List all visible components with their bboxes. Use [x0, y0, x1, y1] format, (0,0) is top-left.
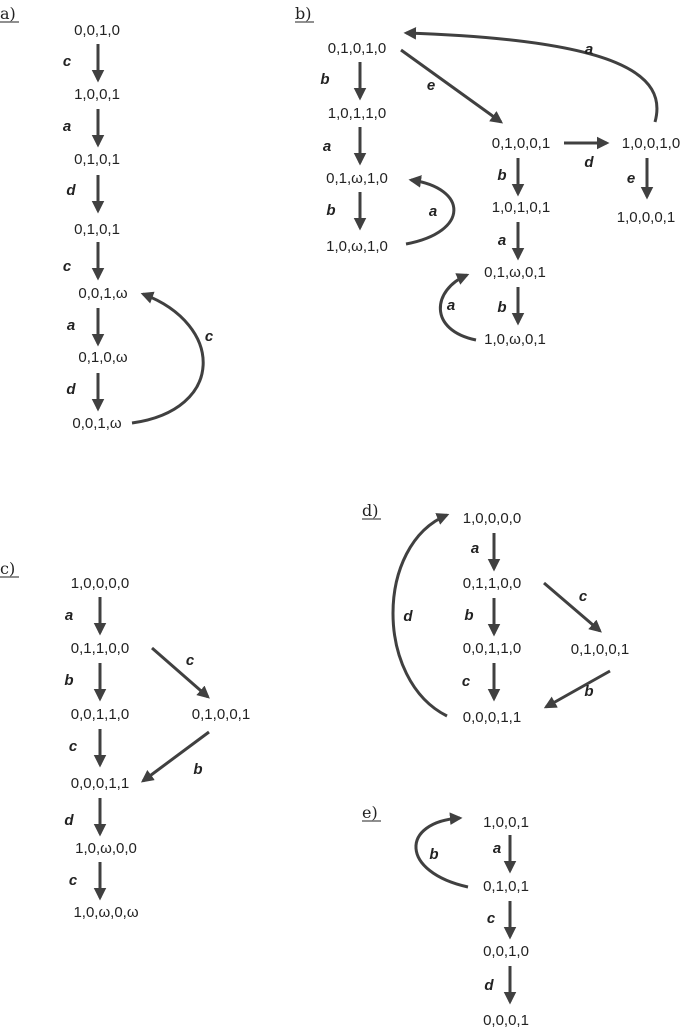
panel-b-edge-6-label: b: [497, 167, 506, 184]
panel-c-edge-5: [140, 730, 210, 783]
panel-b-node-4: 1,0,ω,1,0: [326, 238, 388, 255]
panel-e-edge-3-label: c: [487, 910, 496, 927]
panel-b-edge-12: [403, 27, 659, 123]
panel-b-edge-2-label: a: [323, 138, 331, 155]
panel-b-edge-9: [438, 273, 477, 342]
panel-c-edge-7-label: c: [69, 872, 78, 889]
panel-d-edge-4: [543, 581, 602, 633]
panel-c-edge-4-label: c: [186, 652, 195, 669]
panel-a-edge-2-label: a: [63, 118, 71, 135]
panel-a-edge-6-label: d: [66, 381, 76, 398]
panel-e-label: e): [362, 803, 378, 822]
panel-b-node-6: 1,0,1,0,1: [492, 199, 550, 216]
panel-d-edge-6-label: d: [403, 608, 413, 625]
panel-d-edge-2-label: b: [464, 607, 473, 624]
panel-a-edge-5-label: a: [67, 317, 75, 334]
panel-a-node-2: 1,0,0,1: [74, 86, 120, 103]
panel-c-node-4: 0,1,0,0,1: [192, 706, 250, 723]
panel-c-edge-1-label: a: [65, 607, 73, 624]
panel-a-edge-1-label: c: [63, 53, 72, 70]
panel-c-edge-4: [151, 646, 210, 699]
panel-b-edge-7-label: a: [498, 232, 506, 249]
panel-e-edge-4-label: d: [484, 977, 494, 994]
panel-d-node-4: 0,1,0,0,1: [571, 641, 629, 658]
panel-d-edge-5: [543, 669, 611, 709]
panel-d-edge-1-label: a: [471, 540, 479, 557]
panel-a-label: a): [0, 4, 16, 23]
panel-c-node-1: 1,0,0,0,0: [71, 575, 129, 592]
panel-b-node-10: 1,0,0,0,1: [617, 209, 675, 226]
panel-c-node-7: 1,0,ω,0,ω: [73, 904, 138, 921]
panel-e-edge-2-label: b: [429, 846, 438, 863]
panel-b-edge-3-label: b: [326, 202, 335, 219]
panel-e-node-3: 0,0,1,0: [483, 943, 529, 960]
panel-e-node-1: 1,0,0,1: [483, 814, 529, 831]
panel-b: b) 0,1,0,1,0 1,0,1,1,0 0,1,ω,1,0 1,0,ω,1…: [295, 4, 680, 348]
panel-b-edge-11-label: e: [627, 170, 635, 187]
panel-c-edge-3-label: c: [69, 738, 78, 755]
panel-a-node-3: 0,1,0,1: [74, 151, 120, 168]
panel-b-edge-1-label: b: [320, 71, 329, 88]
panel-a: a) 0,0,1,0 1,0,0,1 0,1,0,1 0,1,0,1 0,0,1…: [0, 4, 214, 432]
panel-b-edge-9-label: a: [447, 297, 455, 314]
panel-c-node-6: 1,0,ω,0,0: [75, 840, 137, 857]
panel-c: c) 1,0,0,0,0 0,1,1,0,0 0,0,1,1,0 0,1,0,0…: [0, 559, 250, 921]
panel-d: d) 1,0,0,0,0 0,1,1,0,0 0,0,1,1,0 0,1,0,0…: [362, 501, 629, 726]
panel-a-node-6: 0,1,0,ω: [78, 349, 128, 366]
panel-d-node-2: 0,1,1,0,0: [463, 575, 521, 592]
panel-c-edge-6-label: d: [64, 812, 74, 829]
panel-b-edge-5: [400, 48, 504, 124]
panel-b-node-5: 0,1,0,0,1: [492, 135, 550, 152]
panel-d-node-5: 0,0,0,1,1: [463, 709, 521, 726]
panel-d-edge-5-label: b: [584, 683, 593, 700]
panel-b-node-1: 0,1,0,1,0: [328, 40, 386, 57]
panel-e: e) 1,0,0,1 0,1,0,1 0,0,1,0 0,0,0,1 a b c…: [362, 803, 529, 1029]
panel-b-node-2: 1,0,1,1,0: [328, 105, 386, 122]
panel-b-edge-8-label: b: [497, 299, 506, 316]
panel-b-node-7: 0,1,ω,0,1: [484, 264, 546, 281]
panel-c-label: c): [0, 559, 15, 578]
panel-b-edge-5-label: e: [427, 77, 435, 94]
panel-c-node-3: 0,0,1,1,0: [71, 706, 129, 723]
panel-e-edge-2: [414, 812, 469, 889]
panel-a-node-7: 0,0,1,ω: [72, 415, 122, 432]
panel-b-label: b): [295, 4, 311, 23]
panel-a-edge-7-label: c: [205, 328, 214, 345]
panel-a-node-5: 0,0,1,ω: [78, 285, 128, 302]
panel-b-edge-12-label: a: [585, 41, 593, 58]
panel-d-label: d): [362, 501, 378, 520]
panel-b-edge-10-label: d: [584, 154, 594, 171]
panel-e-edge-1-label: a: [493, 840, 501, 857]
panel-d-edge-4-label: c: [579, 588, 588, 605]
panel-a-edge-7: [131, 291, 205, 425]
panel-d-edge-6: [391, 513, 450, 718]
panel-d-edge-3-label: c: [462, 673, 471, 690]
panel-b-edge-4-label: a: [429, 203, 437, 220]
panel-c-edge-2-label: b: [64, 672, 73, 689]
panel-a-node-4: 0,1,0,1: [74, 221, 120, 238]
panel-e-node-4: 0,0,0,1: [483, 1012, 529, 1029]
panel-c-node-2: 0,1,1,0,0: [71, 640, 129, 657]
panel-a-node-1: 0,0,1,0: [74, 22, 120, 39]
panel-d-node-1: 1,0,0,0,0: [463, 510, 521, 527]
panel-a-edge-3-label: d: [66, 182, 76, 199]
panel-e-node-2: 0,1,0,1: [483, 878, 529, 895]
panel-d-node-3: 0,0,1,1,0: [463, 640, 521, 657]
panel-b-node-8: 1,0,ω,0,1: [484, 331, 546, 348]
panel-c-edge-5-label: b: [193, 761, 202, 778]
panel-c-node-5: 0,0,0,1,1: [71, 775, 129, 792]
panel-b-edge-4: [405, 175, 456, 246]
panel-a-edge-4-label: c: [63, 258, 72, 275]
panel-b-node-3: 0,1,ω,1,0: [326, 170, 388, 187]
panel-b-node-9: 1,0,0,1,0: [622, 135, 680, 152]
